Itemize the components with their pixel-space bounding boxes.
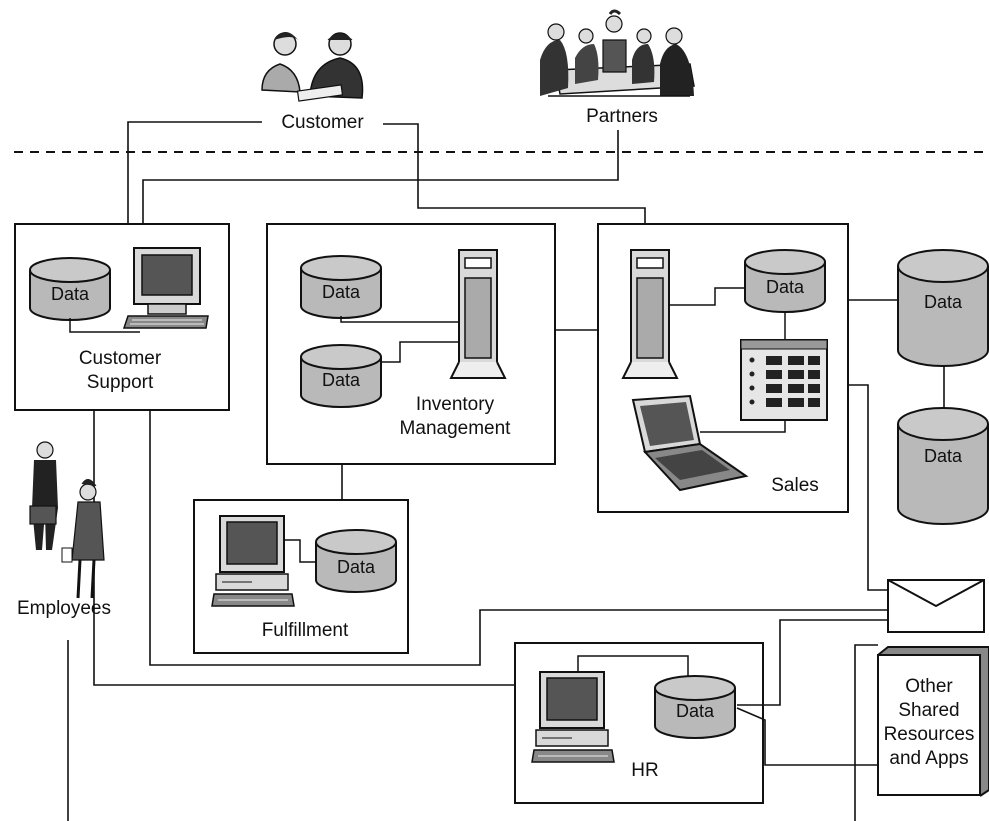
data-label: Data (321, 370, 361, 390)
data-label: Data (923, 446, 963, 466)
data-label: Data (675, 701, 715, 721)
customer-support-computer (123, 247, 209, 329)
fulfillment-computer (211, 515, 295, 607)
customer-people-illustration (261, 32, 364, 102)
inventory-server (450, 249, 506, 379)
connector-lines (67, 121, 945, 821)
customer-support-label-line1: Customer (78, 348, 162, 369)
inventory-label-line1: Inventory (415, 394, 495, 415)
fulfillment-box (193, 499, 409, 654)
data-label: Data (50, 284, 90, 304)
hr-computer (531, 671, 615, 763)
hr-label: HR (631, 760, 659, 781)
hr-box (514, 642, 764, 804)
inventory-management-box (266, 223, 556, 465)
inventory-label-line2: Management (399, 418, 511, 439)
other-label-line1: Other (905, 676, 953, 697)
customer-support-label-line2: Support (86, 372, 154, 393)
sales-box (597, 223, 849, 513)
sales-server (622, 249, 678, 379)
other-shared-resources-box (877, 646, 989, 797)
partners-meeting-illustration (540, 9, 695, 97)
external-database-2 (897, 407, 989, 525)
sales-laptop (631, 394, 749, 492)
data-label: Data (765, 277, 805, 297)
other-label-line2: Shared (898, 700, 960, 721)
data-label: Data (923, 292, 963, 312)
other-label-line4: and Apps (889, 748, 969, 769)
other-label-line3: Resources (883, 724, 975, 745)
partners-label: Partners (586, 106, 658, 127)
sales-report-window (740, 339, 828, 421)
data-label: Data (336, 557, 376, 577)
customer-label: Customer (281, 112, 364, 133)
employees-label: Employees (17, 598, 111, 619)
sales-label: Sales (771, 475, 819, 496)
data-label: Data (321, 282, 361, 302)
fulfillment-label: Fulfillment (261, 620, 349, 641)
email-envelope-icon (887, 579, 985, 633)
employees-illustration (29, 441, 105, 599)
customer-support-box (14, 223, 230, 411)
